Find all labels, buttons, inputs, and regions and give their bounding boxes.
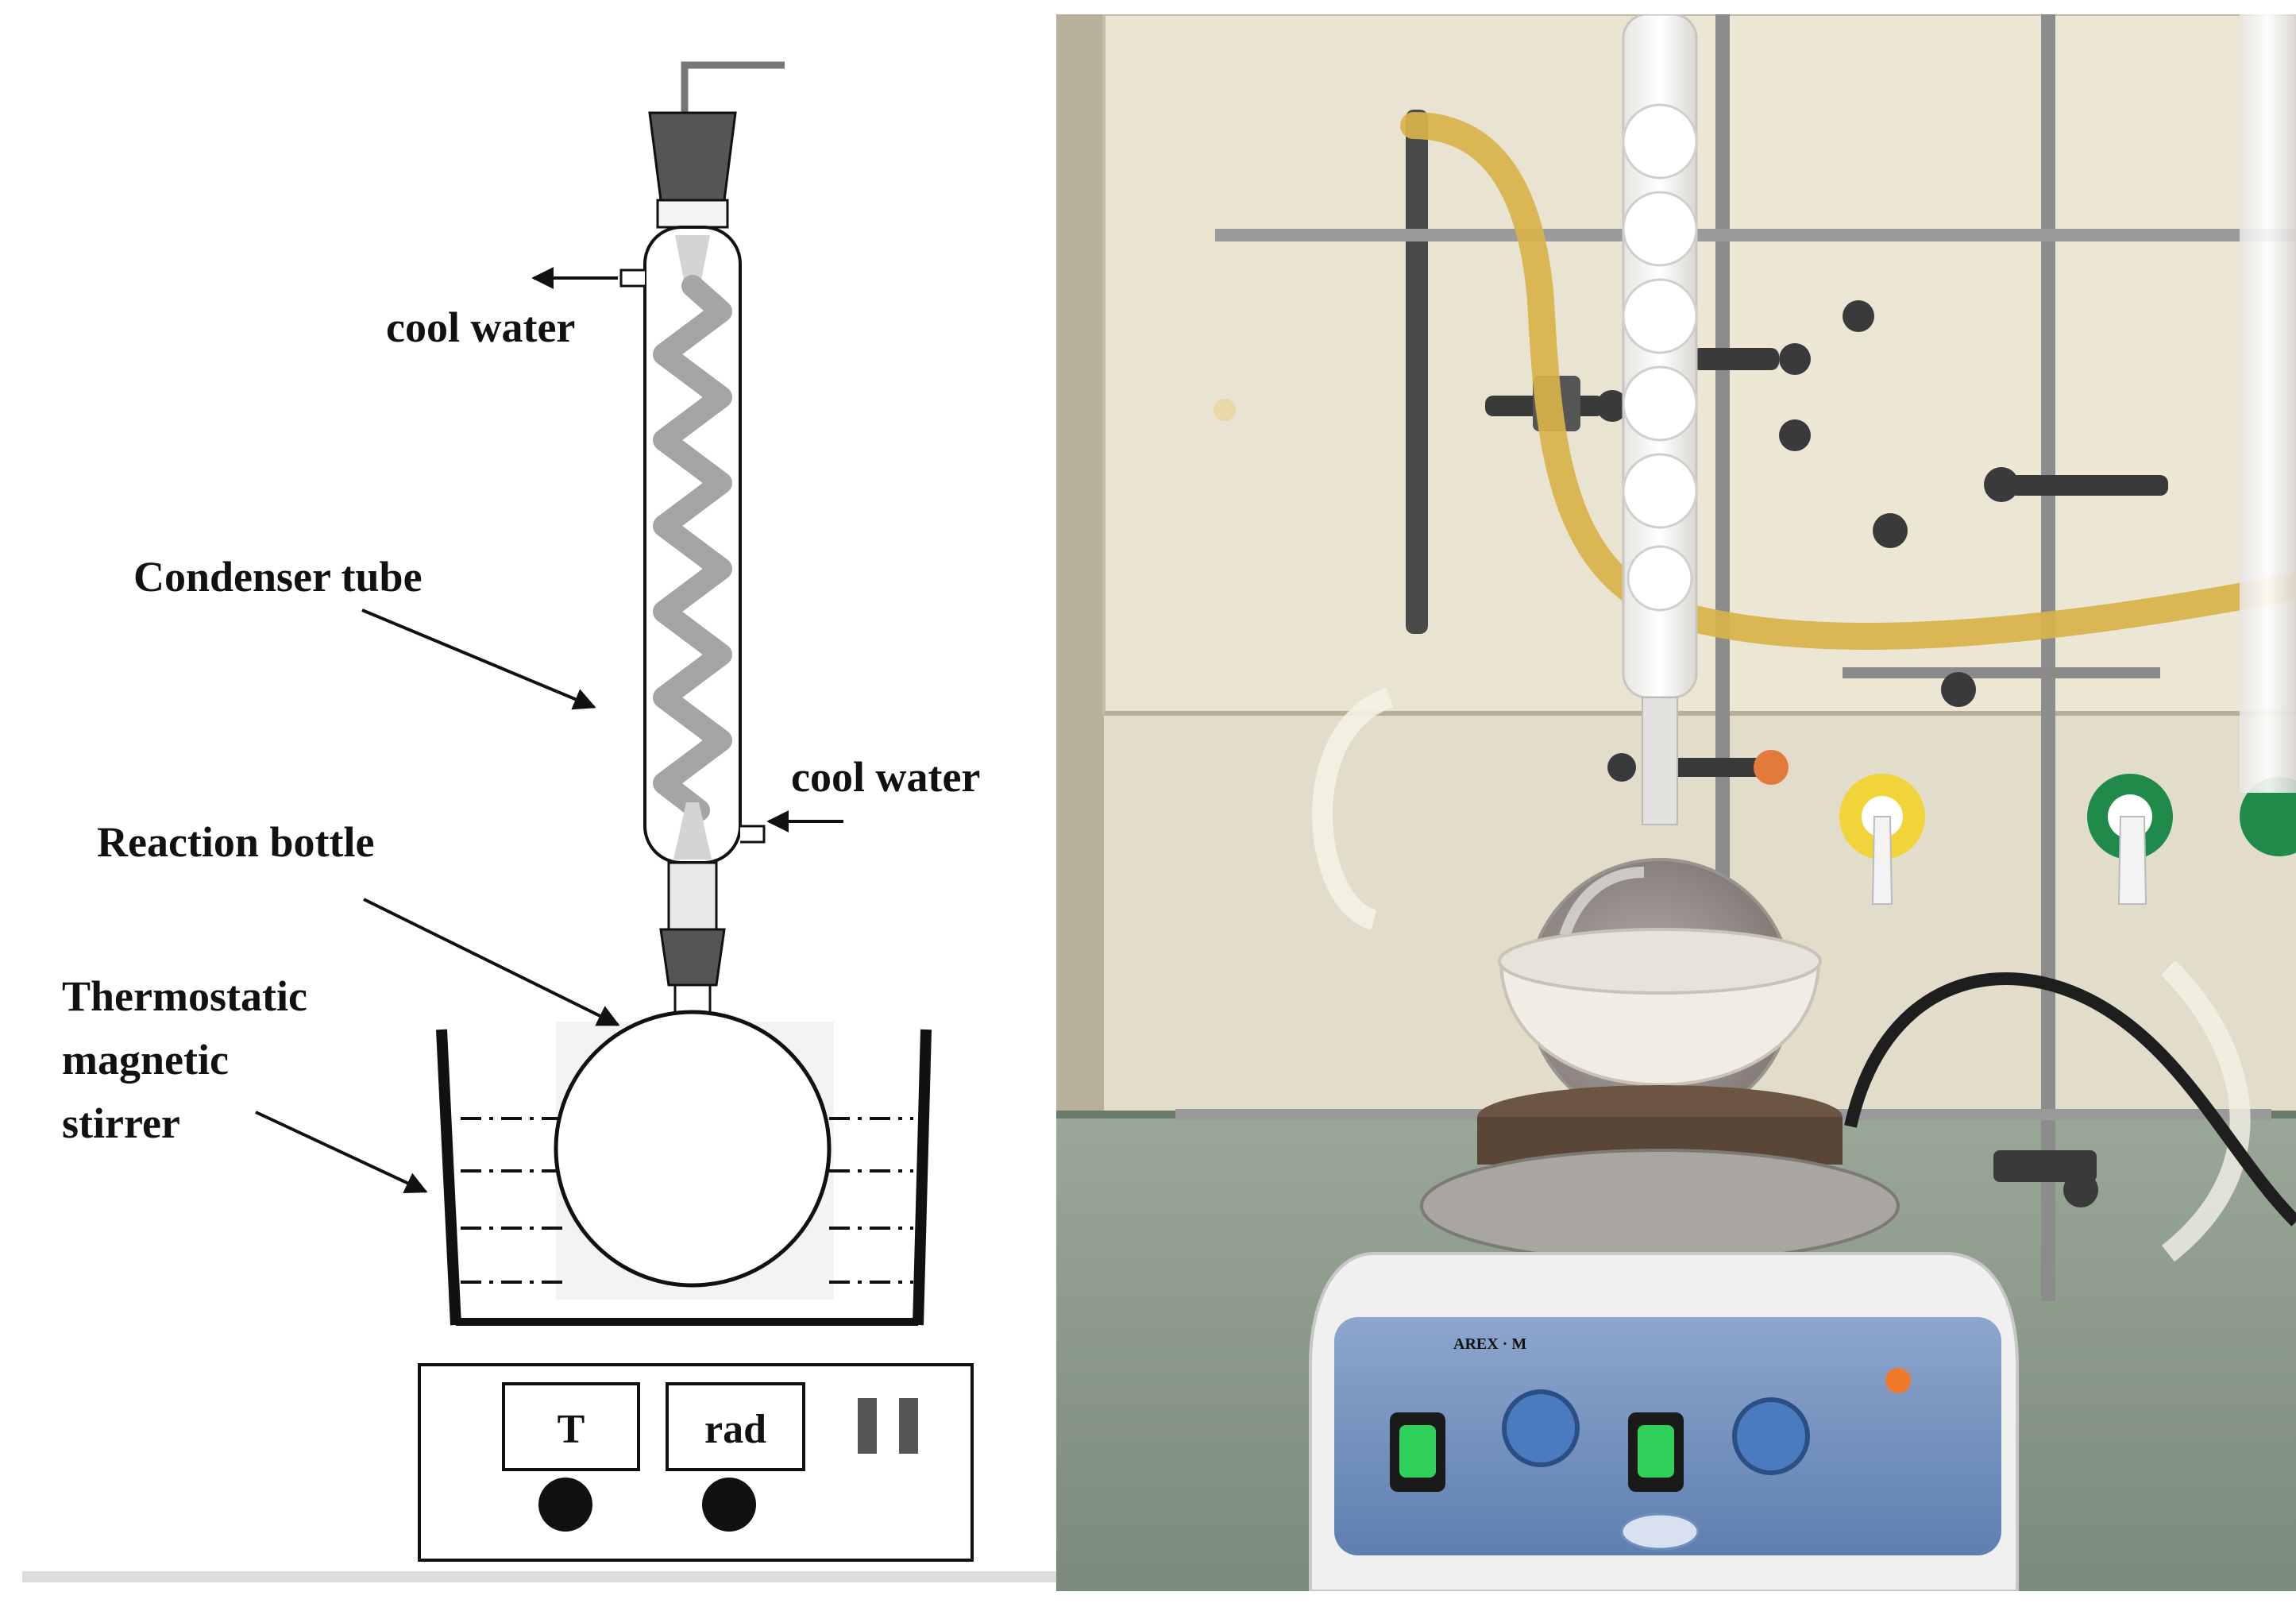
upper-water-nozzle — [619, 268, 645, 288]
lab-photograph-svg: AREX · M — [1056, 13, 2296, 1593]
indicator-bar-right — [899, 1398, 918, 1454]
green-water-outlet-edge — [2240, 777, 2296, 856]
condenser-tube-label: Condenser tube — [133, 553, 423, 601]
bath-wall-right — [913, 1029, 932, 1326]
horizontal-rod-top — [1215, 229, 2296, 241]
display-t-label: T — [558, 1407, 585, 1452]
condenser-bulbs — [1622, 103, 1698, 612]
cabinet-knob — [1214, 399, 1236, 421]
temperature-indicator-light — [1399, 1425, 1436, 1478]
bowl-rim — [1498, 928, 1822, 995]
cabinet-door-left — [1102, 13, 1677, 715]
clear-tubing — [1312, 687, 1394, 930]
schematic-diagram: T rad cool water Condenser tube cool wat… — [0, 0, 1056, 1607]
bottom-adapter — [667, 861, 718, 931]
stirrer-model-label: AREX · M — [1453, 1335, 1526, 1353]
power-cable — [1844, 972, 2296, 1227]
stirrer-label-line3: stirrer — [62, 1099, 180, 1147]
display-rad-label: rad — [704, 1407, 766, 1452]
speed-indicator-light — [1638, 1425, 1674, 1478]
ceramic-bowl — [1499, 958, 1821, 1087]
bottom-stopper — [659, 928, 726, 987]
lower-water-nozzle — [740, 825, 766, 844]
yellow-outlet-nozzle — [1871, 816, 1893, 905]
stand-clamp-bottom — [1993, 1150, 2098, 1207]
reaction-bottle-label: Reaction bottle — [97, 818, 374, 866]
warning-symbol — [1885, 1368, 1911, 1393]
stand-rod-right — [2041, 14, 2055, 1301]
temperature-knob — [538, 1478, 592, 1532]
clamp-right — [1873, 467, 2168, 707]
metal-plate — [1420, 1149, 1900, 1263]
speed-knob — [702, 1478, 756, 1532]
bottom-divider — [22, 1571, 1056, 1582]
clear-tubing-right — [2160, 960, 2251, 1262]
water-level-lines — [461, 1117, 913, 1284]
flask-highlight — [1559, 867, 1645, 938]
cool-water-top-label: cool water — [386, 303, 575, 351]
stirrer-label-line1: Thermostatic — [62, 972, 307, 1020]
clamp-middle — [1692, 300, 1874, 451]
outlet-tube — [681, 61, 785, 113]
speed-dial — [1732, 1397, 1810, 1475]
column-neck — [1642, 697, 1678, 825]
yellow-tubing — [1400, 112, 2296, 650]
cool-water-bottom-label: cool water — [791, 753, 980, 801]
condenser-tube-arrow — [361, 608, 596, 710]
condenser-top-funnel — [675, 235, 710, 292]
green-outlet-nozzle — [2117, 816, 2147, 905]
schematic-diagram-svg: T rad cool water Condenser tube cool wat… — [22, 61, 1056, 1582]
display-rad-box — [666, 1382, 805, 1471]
brand-logo — [1620, 1512, 1700, 1551]
top-adapter — [656, 199, 729, 229]
left-cabinet-shadow — [1056, 14, 1104, 1111]
reaction-bottle-arrow — [363, 898, 620, 1026]
bath-wall-left — [436, 1029, 461, 1326]
condenser-coil — [653, 275, 732, 821]
reaction-flask — [554, 1010, 832, 1288]
lab-photograph: AREX · M — [1056, 13, 2296, 1593]
right-condenser — [2240, 14, 2296, 793]
stirrer-arrow — [255, 1111, 428, 1194]
cabinet-handle — [1406, 110, 1428, 634]
indicator-bar-left — [858, 1398, 877, 1454]
stirrer-label-line2: magnetic — [62, 1036, 229, 1084]
condenser-bottom-funnel — [673, 802, 712, 860]
display-t-box — [502, 1382, 640, 1471]
temperature-dial — [1502, 1389, 1580, 1467]
top-stopper — [648, 111, 737, 202]
support-ring — [1843, 667, 2160, 678]
